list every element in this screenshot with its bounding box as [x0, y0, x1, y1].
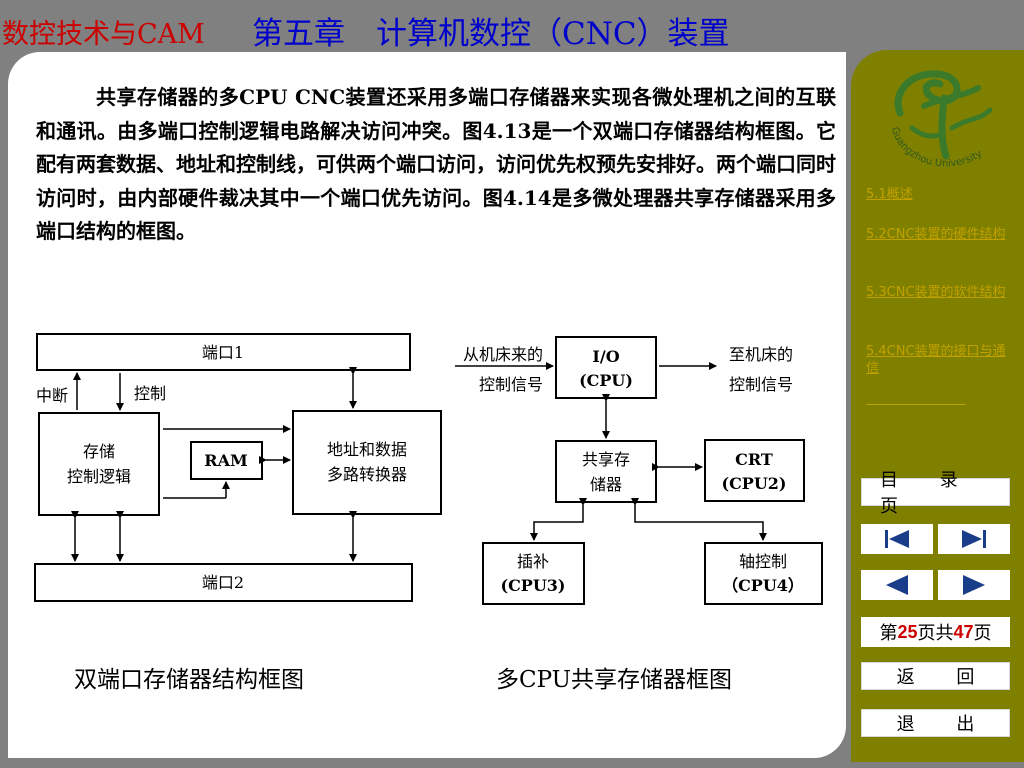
crt-line1: CRT	[735, 450, 773, 469]
shared-memory-line1: 共享存	[582, 450, 630, 469]
page-prefix: 第	[879, 623, 898, 644]
page-suffix: 页	[973, 623, 992, 644]
first-page-button[interactable]	[861, 524, 933, 554]
from-machine-line1: 从机床来的	[463, 345, 543, 364]
nav-link-interface[interactable]: 5.4CNC装置的接口与通信	[866, 344, 1006, 376]
left-diagram-caption: 双端口存储器结构框图	[74, 667, 304, 693]
nav-link-overview[interactable]: 5.1概述	[866, 187, 913, 202]
crt-line2: (CPU2)	[722, 474, 787, 493]
next-page-icon	[963, 575, 985, 595]
last-page-icon	[962, 530, 986, 548]
to-machine-line1: 至机床的	[729, 345, 793, 364]
prev-page-icon	[886, 575, 908, 595]
svg-text:Guangzhou University: Guangzhou University	[889, 126, 984, 170]
memory-interp-arrow	[530, 498, 587, 541]
right-diagram-caption: 多CPU共享存储器框图	[496, 667, 733, 693]
interrupt-label: 中断	[36, 386, 68, 405]
course-title: 数控技术与CAM	[2, 19, 205, 50]
exit-button[interactable]: 退 出	[861, 709, 1010, 737]
axis-line2: （CPU4）	[722, 576, 804, 595]
body-paragraph: 共享存储器的多CPU CNC装置还采用多端口存储器来实现各微处理机之间的互联和通…	[36, 85, 836, 244]
first-page-icon	[885, 530, 909, 548]
shared-memory-line2: 储器	[590, 475, 622, 494]
diagram-canvas: 端口1 中断 控制 存储 控制逻辑 RAM 地址和数据 多路转换器 端口2 从机…	[34, 333, 823, 605]
content-panel	[8, 52, 846, 758]
interp-box	[482, 542, 585, 605]
header-band	[0, 0, 1024, 52]
from-machine-line2: 控制信号	[479, 375, 543, 394]
mux-line1: 地址和数据	[327, 440, 407, 459]
memory-axis-arrow	[631, 498, 767, 541]
axis-box	[704, 542, 823, 605]
storage-logic-line2: 控制逻辑	[67, 467, 131, 486]
current-page: 25	[897, 621, 918, 642]
axis-line1: 轴控制	[739, 552, 787, 571]
nav-link-software[interactable]: 5.3CNC装置的软件结构	[866, 285, 1006, 300]
mux-box	[292, 410, 442, 515]
last-page-button[interactable]	[938, 524, 1010, 554]
port2-box	[34, 563, 413, 602]
nav-divider	[866, 404, 966, 405]
port1-label: 端口1	[202, 343, 244, 362]
back-button[interactable]: 返 回	[861, 662, 1010, 690]
ram-label: RAM	[204, 451, 247, 470]
shared-memory-box	[555, 440, 657, 503]
interp-line2: (CPU3)	[501, 576, 566, 595]
io-line2: (CPU)	[579, 371, 633, 390]
total-pages: 47	[953, 621, 974, 642]
to-machine-line2: 控制信号	[729, 375, 793, 394]
logo-text: Guangzhou University	[889, 126, 984, 170]
chapter-title: 第五章 计算机数控（CNC）装置	[252, 16, 730, 52]
nav-link-hardware[interactable]: 5.2CNC装置的硬件结构	[866, 227, 1006, 242]
contents-button[interactable]: 目 录 页	[861, 470, 1010, 517]
port2-label: 端口2	[202, 573, 244, 592]
io-line1: I/O	[592, 347, 619, 366]
storage-logic-line1: 存储	[83, 442, 115, 461]
port1-box	[36, 333, 411, 371]
page-middle: 页共	[917, 623, 954, 644]
storage-logic-box	[38, 412, 160, 516]
mux-line2: 多路转换器	[327, 465, 407, 484]
prev-page-button[interactable]	[861, 570, 933, 600]
interp-line1: 插补	[517, 552, 549, 571]
control-label: 控制	[134, 384, 166, 403]
university-logo: Guangzhou University	[889, 70, 993, 170]
next-page-button[interactable]	[938, 570, 1010, 600]
